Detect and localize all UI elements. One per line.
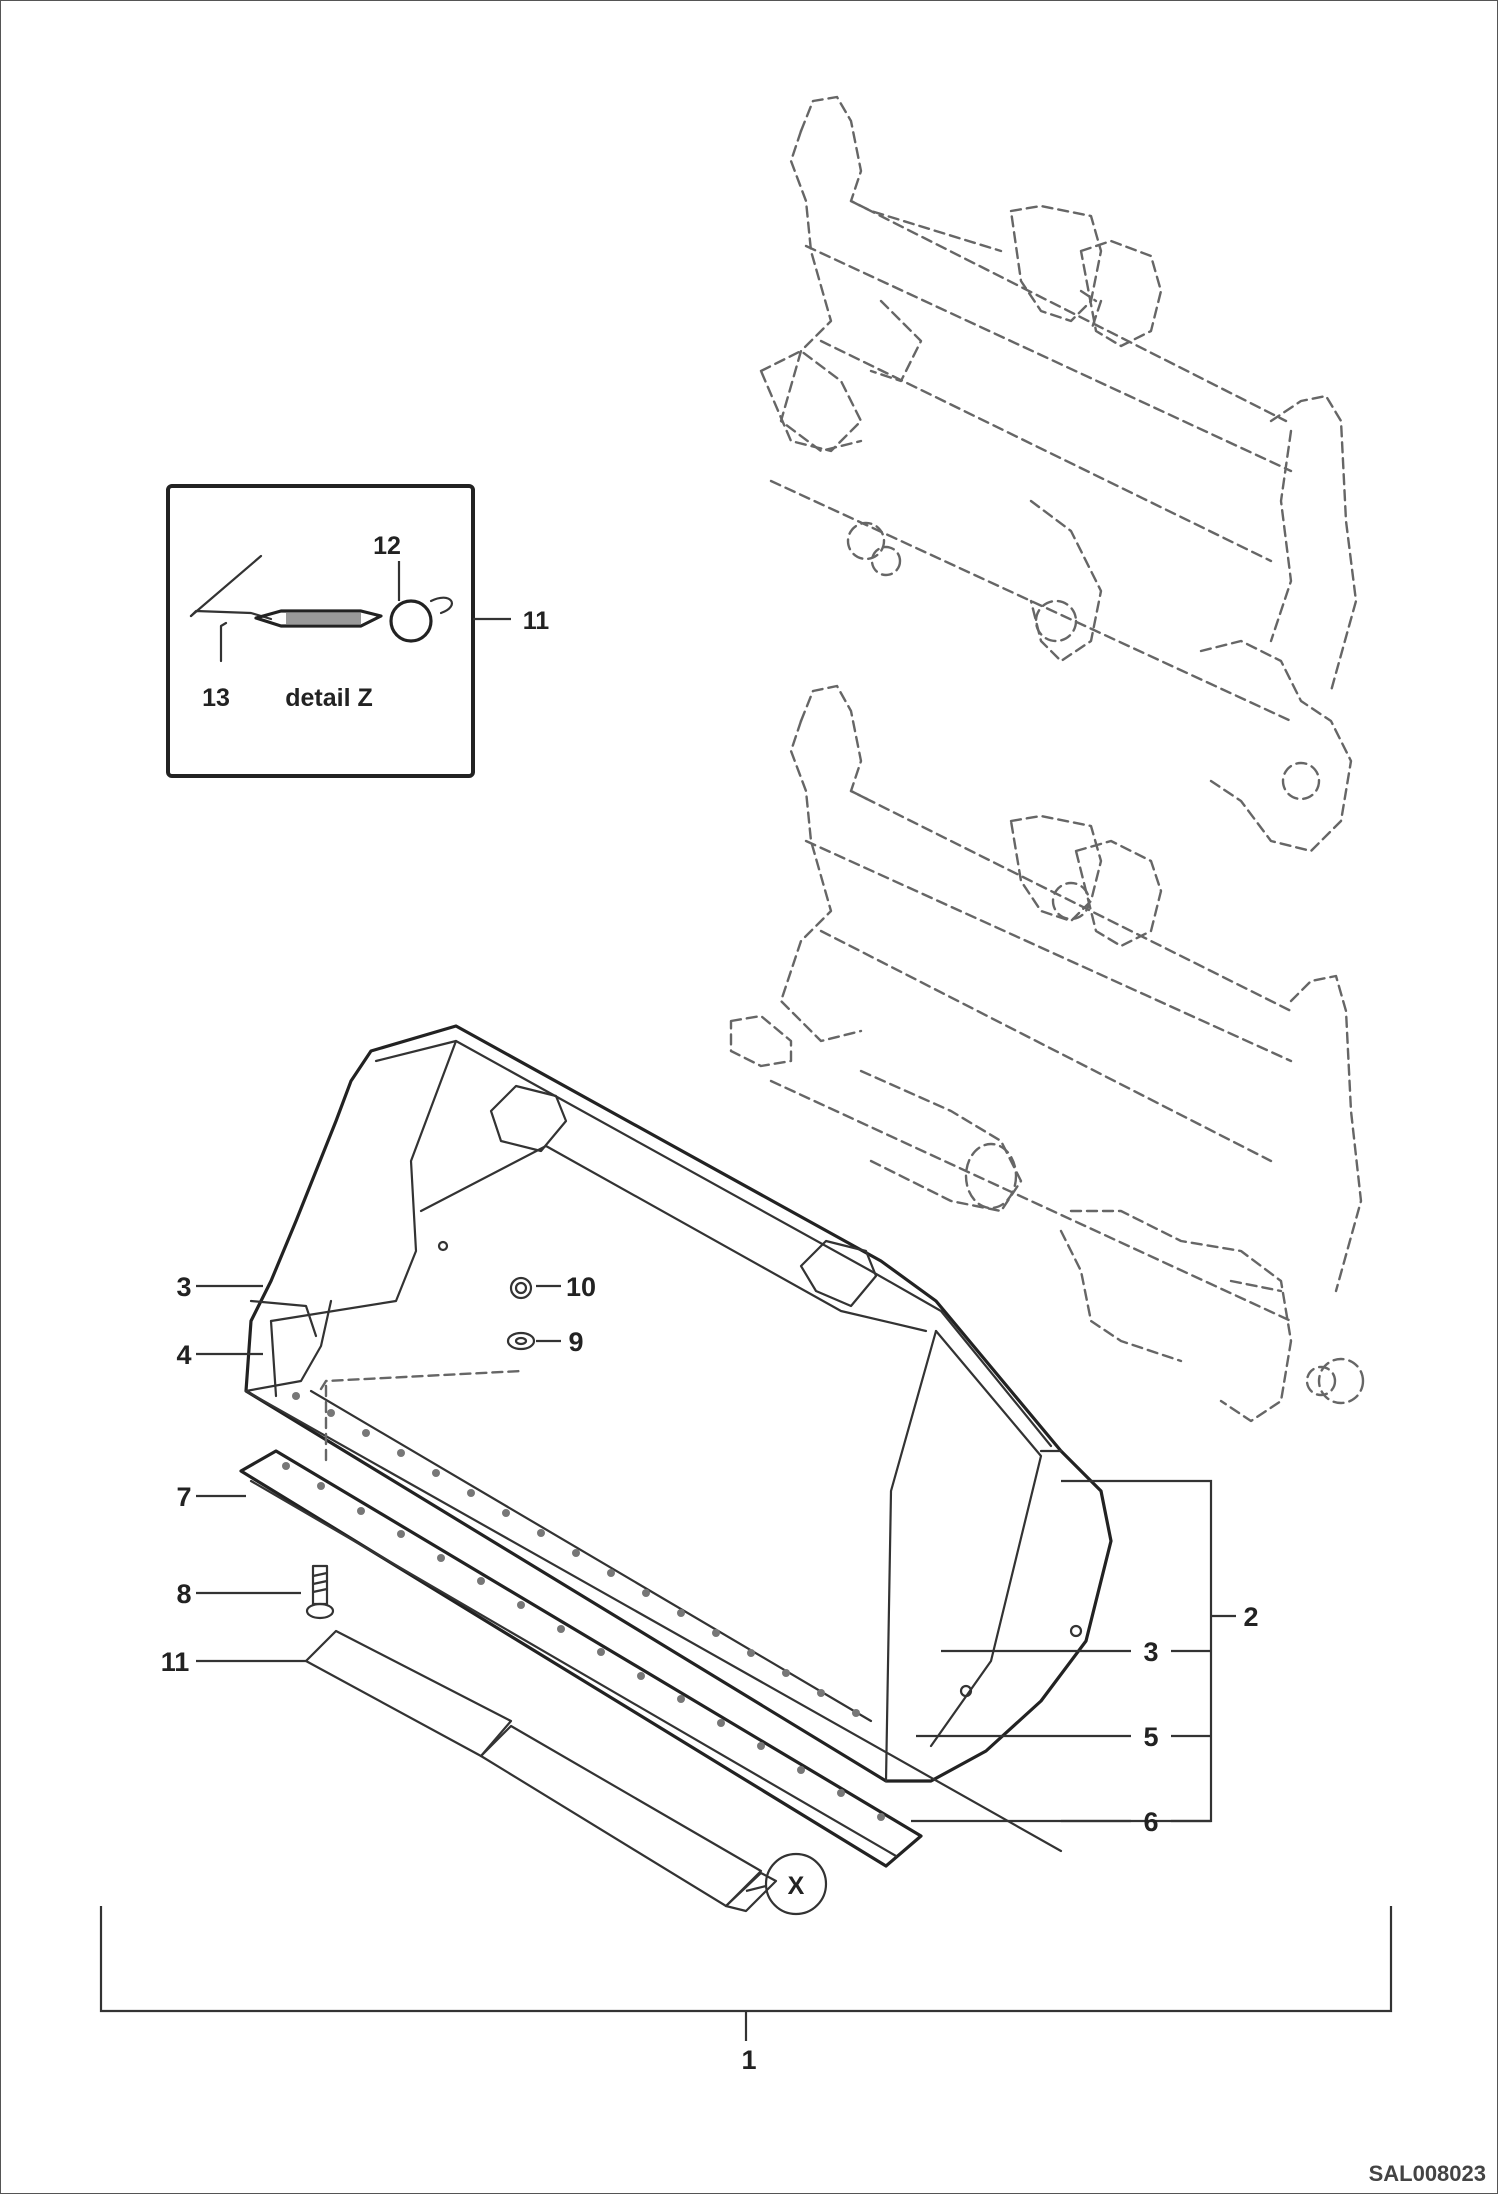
detail-label-12: 12 (373, 532, 401, 560)
callout-8: 8 (176, 1579, 191, 1609)
coupler-frame-lower (729, 684, 1365, 1423)
detail-title: detail Z (285, 684, 373, 712)
plow-bolt (305, 1564, 335, 1620)
detail-x-label: X (788, 1872, 805, 1900)
edge-protector: X (304, 1629, 828, 1916)
callout-2: 2 (1243, 1602, 1258, 1632)
callout-3-left: 3 (176, 1272, 191, 1302)
callout-10: 10 (566, 1272, 596, 1302)
leader-lines (99, 1284, 1393, 2041)
callout-5: 5 (1143, 1722, 1158, 1752)
callout-3-right: 3 (1143, 1637, 1158, 1667)
callout-9: 9 (568, 1327, 583, 1357)
callout-6: 6 (1143, 1807, 1158, 1837)
callout-11: 11 (161, 1647, 190, 1677)
bucket-bolt-holes (292, 1392, 860, 1717)
bucket (244, 1024, 1113, 1853)
detail-label-11: 11 (523, 607, 550, 635)
coupler-frame-upper (759, 95, 1358, 853)
callout-labels: 3 4 7 8 11 10 9 2 3 5 6 1 (161, 1272, 1259, 2075)
callout-7: 7 (176, 1482, 191, 1512)
callout-1: 1 (741, 2045, 756, 2075)
detail-z-box: 12 13 11 detail Z (166, 484, 550, 778)
cutting-edge-holes (282, 1462, 885, 1821)
drawing-code: SAL008023 (1369, 2161, 1486, 2186)
cutting-edge (239, 1449, 923, 1868)
detail-label-13: 13 (202, 684, 230, 712)
callout-4: 4 (176, 1340, 191, 1370)
